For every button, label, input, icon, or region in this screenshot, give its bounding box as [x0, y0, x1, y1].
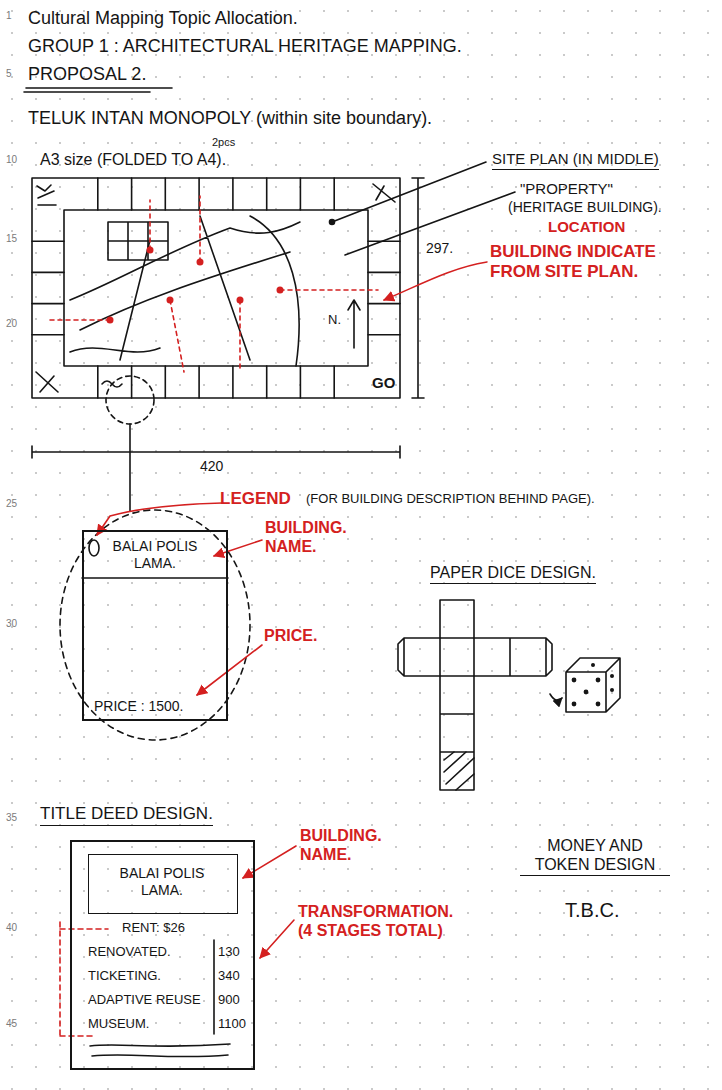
site-boundary [250, 216, 299, 366]
annotation-label: 297. [426, 240, 453, 257]
dice-pip [610, 688, 614, 692]
annotation-label: TITLE DEED DESIGN. [40, 804, 213, 826]
annotation-label: (FOR BUILDING DESCRIPTION BEHIND PAGE). [306, 491, 595, 507]
node-text: MUSEUM. [88, 1016, 149, 1032]
corner-scribble [37, 185, 56, 205]
deed-column-line [213, 940, 215, 1034]
red-arrow [243, 846, 296, 878]
legend-oval [89, 540, 99, 556]
annotation-label: 35 [6, 812, 17, 824]
annotation-label: (HERITAGE BUILDING). [508, 199, 662, 216]
leader-dot [330, 220, 335, 225]
annotation-label: 420 [200, 458, 223, 475]
node-text: 900 [218, 992, 240, 1008]
annotation-label: TELUK INTAN MONOPOLY (within site bounda… [28, 108, 432, 130]
node-text: BALAI POLIS LAMA. [100, 538, 210, 572]
dice-net [440, 600, 474, 790]
red-arrow [214, 540, 262, 556]
site-roads [70, 216, 300, 360]
dimension-line [412, 178, 424, 398]
red-arrow [260, 920, 294, 958]
dice-arrow [550, 694, 562, 700]
node-text: RENOVATED. [88, 944, 171, 960]
location-dot [277, 287, 284, 294]
dice-cube [566, 658, 620, 712]
annotation-label: PAPER DICE DESIGN. [430, 563, 596, 584]
leader-line [332, 162, 486, 222]
dice-pip [591, 663, 595, 667]
card-divider [82, 577, 228, 579]
dice-pip [596, 678, 601, 683]
red-arrow [384, 262, 487, 300]
annotation-label: 30 [6, 618, 17, 630]
dice-pip [572, 702, 577, 707]
annotation-label: BUILDING INDICATE FROM SITE PLAN. [490, 242, 695, 283]
annotation-label: BUILDING. NAME. [265, 518, 375, 556]
annotation-label: PROPOSAL 2. [28, 64, 146, 86]
annotation-label: BUILDING. NAME. [300, 826, 410, 864]
annotation-label: 1 [6, 10, 12, 22]
node-text: 340 [218, 968, 240, 984]
node-text: PRICE : 1500. [94, 698, 184, 715]
node-text: TICKETING. [88, 968, 161, 984]
title-deed-card: RENT: $26RENOVATED. 130TICKETING. 340ADAPT… [70, 840, 255, 1070]
annotation-label: GROUP 1 : ARCHITECTURAL HERITAGE MAPPING… [28, 36, 462, 58]
node-text: 130 [218, 944, 240, 960]
annotation-label: LOCATION [548, 218, 625, 236]
annotation-label: TRANSFORMATION. (4 STAGES TOTAL) [298, 902, 463, 940]
annotation-label: 2pcs [212, 136, 235, 149]
property-card: BALAI POLIS LAMA. PRICE : 1500. [82, 530, 228, 721]
location-dot [197, 259, 204, 266]
annotation-label: 45 [6, 1018, 17, 1030]
annotation-label: MONEY AND TOKEN DESIGN [520, 836, 670, 876]
magnifier-circle [60, 510, 250, 740]
magnifier-line [129, 424, 131, 511]
annotation-label: 25 [6, 498, 17, 510]
node-text: 1100 [218, 1016, 246, 1032]
annotation-label: 40 [6, 922, 17, 934]
page-title: Cultural Mapping Topic Allocation. [28, 8, 298, 30]
annotation-label: A3 size (FOLDED TO A4). [40, 150, 226, 169]
dice-pip [584, 690, 589, 695]
board-outline [32, 178, 400, 398]
annotation-label: GO [372, 374, 395, 392]
node-text: ADAPTIVE REUSE [88, 992, 201, 1008]
annotation-label: SITE PLAN (IN MIDDLE) [492, 150, 659, 170]
red-arrow [197, 645, 262, 695]
annotation-label: PRICE. [264, 626, 317, 645]
location-dot [237, 297, 244, 304]
underline [24, 88, 172, 92]
board-inner [64, 210, 368, 366]
location-dot [147, 247, 154, 254]
location-dot [167, 297, 174, 304]
dice-pip [610, 674, 614, 678]
magnifier-circle [106, 376, 154, 424]
board-cells [32, 178, 400, 398]
node-text: BALAI POLIS LAMA. [107, 865, 217, 899]
dice-pip [572, 678, 577, 683]
dice-pip [596, 702, 601, 707]
dice-hatch [444, 752, 474, 790]
annotation-label: 10 [6, 154, 17, 166]
building-blocks [108, 222, 168, 260]
annotation-label: 5 [6, 68, 12, 80]
annotation-label: LEGEND [220, 489, 291, 509]
name-box: BALAI POLIS LAMA. [88, 854, 238, 914]
annotation-label: 20 [6, 318, 17, 330]
annotation-label: "PROPERTY" [520, 180, 613, 198]
deed-scribble [90, 1044, 230, 1057]
north-arrow [348, 300, 360, 348]
location-dot [107, 317, 114, 324]
annotation-label: T.B.C. [565, 898, 619, 922]
dice-net [398, 638, 552, 676]
annotation-label: 15 [6, 233, 17, 245]
location-route [48, 196, 378, 372]
node-text: RENT: $26 [122, 920, 185, 936]
corner-scribble [36, 372, 58, 392]
dimension-line [32, 446, 400, 458]
annotation-label: N. [328, 312, 341, 328]
